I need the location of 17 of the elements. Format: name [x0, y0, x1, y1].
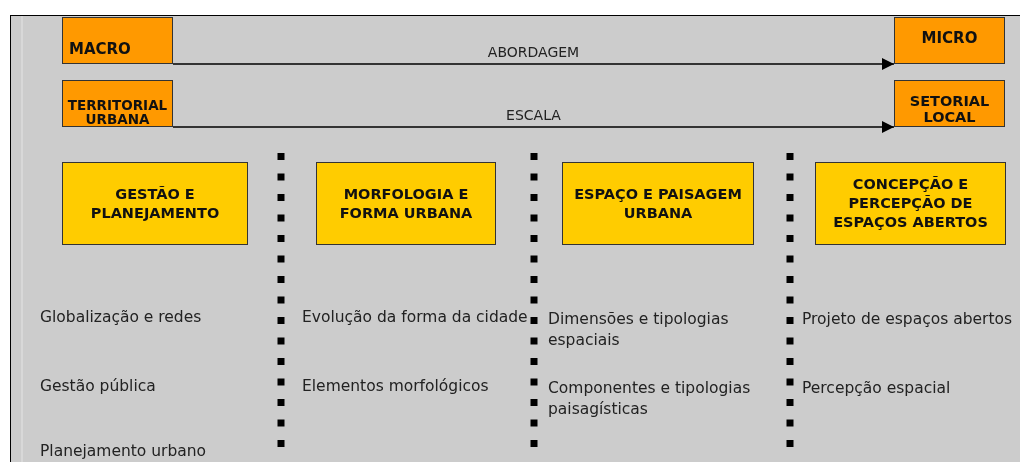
category-box: MORFOLOGIA E FORMA URBANA: [316, 162, 496, 245]
topic-text: Evolução da forma da cidade: [302, 307, 528, 328]
category-box: CONCEPÇÃO E PERCEPÇÃO DE ESPAÇOS ABERTOS: [815, 162, 1006, 245]
topic-text: Planejamento urbano: [40, 441, 208, 462]
category-box: MICRO: [894, 17, 1005, 64]
category-box: TERRITORIAL URBANA: [62, 80, 173, 127]
topic-text: Percepção espacial: [802, 378, 952, 399]
topic-text: Dimensões e tipologias espaciais: [548, 309, 730, 351]
topic-text: Gestão pública: [40, 376, 157, 397]
topic-text: Elementos morfológicos: [302, 376, 490, 397]
topic-text: Projeto de espaços abertos: [802, 309, 1014, 330]
category-box: GESTÃO E PLANEJAMENTO: [62, 162, 248, 245]
topic-text: Componentes e tipologias paisagísticas: [548, 378, 752, 420]
topic-text: Globalização e redes: [40, 307, 203, 328]
category-box: ESPAÇO E PAISAGEM URBANA: [562, 162, 754, 245]
category-box: MACRO: [62, 17, 173, 64]
category-box: SETORIAL LOCAL: [894, 80, 1005, 127]
